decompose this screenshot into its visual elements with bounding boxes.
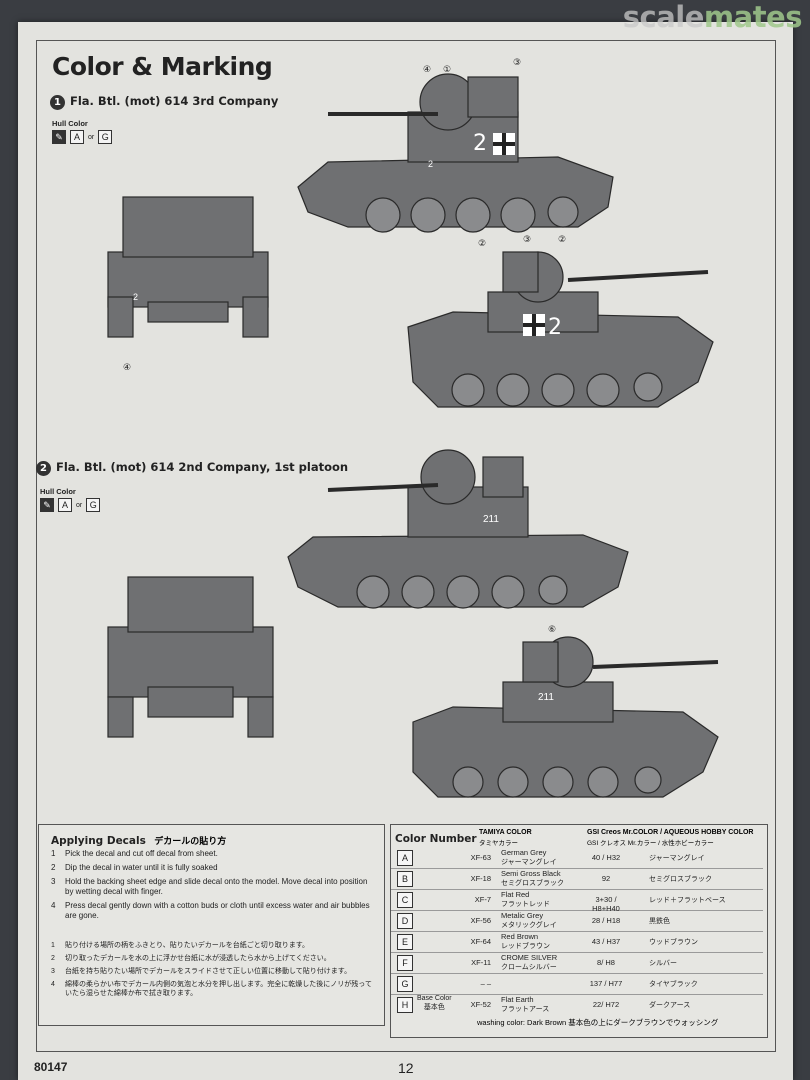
scheme-1-title: 1 Fla. Btl. (mot) 614 3rd Company — [50, 94, 278, 110]
scheme-1-side-view-right: 2 ③ ② — [407, 235, 714, 408]
color-chip-g: G — [98, 130, 113, 144]
page-title: Color & Marking — [52, 52, 273, 81]
scheme-2-side-view-right: 211 ⑥ — [412, 625, 719, 798]
decals-title-jp: デカールの貼り方 — [154, 836, 227, 846]
scheme-2-side-view-left: 211 ⑤ ⑥ — [287, 449, 629, 609]
instruction-sheet: Color & Marking 1 Fla. Btl. (mot) 614 3rd… — [18, 22, 793, 1080]
header-tamiya: TAMIYA COLOR — [479, 829, 532, 836]
color-chip-a: A — [70, 130, 84, 144]
marking-211-b: 211 — [538, 692, 554, 703]
balkenkreuz-icon-2 — [523, 314, 545, 336]
scheme-2-rear-view: ⑤ — [107, 576, 274, 738]
header-gsi: GSI Creos Mr.COLOR / AQUEOUS HOBBY COLOR — [587, 829, 754, 836]
callout-3-b: ③ — [523, 235, 531, 245]
marking-211-a: 211 — [483, 514, 499, 525]
kit-number: 80147 — [34, 1060, 68, 1074]
hull-color-label-1: Hull Color — [52, 119, 88, 128]
marking-number-2-b: 2 — [548, 315, 562, 340]
scheme-1-rear-view: 2 ④ — [107, 196, 269, 373]
header-gsi-jp: GSI クレオス Mr.カラー / 水性ホビーカラー — [587, 840, 714, 847]
rear-marking-2: 2 — [133, 292, 138, 302]
scheme-2-label: Fla. Btl. (mot) 614 2nd Company, 1st pla… — [56, 460, 349, 474]
header-tamiya-jp: タミヤカラー — [479, 840, 518, 847]
scalemates-watermark: scalemates — [622, 0, 803, 34]
callout-2: ② — [478, 239, 486, 247]
color-chip-a-2: A — [58, 498, 72, 512]
washing-note: washing color: Dark Brown 基本色の上にダークブラウンで… — [477, 1018, 719, 1027]
color-chip-g-2: G — [86, 498, 101, 512]
scheme-1-label: Fla. Btl. (mot) 614 3rd Company — [70, 94, 279, 108]
callout-2-b: ② — [558, 235, 566, 245]
page-frame — [36, 40, 776, 1052]
hull-color-label-2: Hull Color — [40, 487, 76, 496]
brush-icon: ✎ — [52, 130, 66, 144]
decals-title: Applying Decals — [51, 835, 146, 847]
color-number-table: Color Number TAMIYA COLOR タミヤカラー GSI Cre… — [390, 824, 768, 1038]
callout-1: ① — [443, 65, 451, 75]
hull-or-2: or — [76, 501, 83, 509]
hull-color-icons-2: ✎ A or G — [40, 498, 101, 512]
callout-4-rear: ④ — [123, 363, 131, 373]
page-number: 12 — [398, 1060, 414, 1076]
scheme-1-number: 1 — [50, 95, 65, 110]
callout-3: ③ — [513, 58, 521, 68]
scheme-2-number: 2 — [36, 461, 51, 476]
hull-color-icons-1: ✎ A or G — [52, 130, 113, 144]
scheme-1-side-view-left: 2 2 ④ ① ③ ② — [297, 58, 614, 247]
callout-4: ④ — [423, 65, 431, 75]
scheme-2-title: 2 Fla. Btl. (mot) 614 2nd Company, 1st pl… — [36, 460, 348, 476]
callout-6-b: ⑥ — [548, 625, 556, 635]
marking-number-2-a: 2 — [473, 131, 487, 156]
marking-small-2: 2 — [428, 159, 433, 169]
hull-or: or — [88, 133, 95, 141]
balkenkreuz-icon — [493, 133, 515, 155]
brush-icon-2: ✎ — [40, 498, 54, 512]
color-number-title: Color Number — [395, 833, 477, 845]
